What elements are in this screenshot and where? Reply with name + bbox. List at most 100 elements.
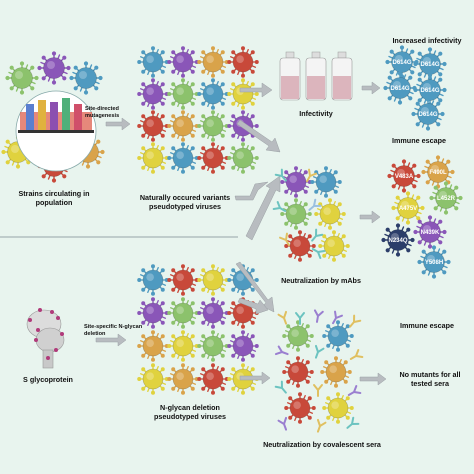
arrow-variants-to-sera — [235, 261, 275, 313]
antibody-icon — [274, 345, 289, 356]
glycan-virus — [227, 297, 259, 329]
antibody-icon — [277, 416, 288, 431]
glycan-virus — [197, 264, 229, 296]
neutralization-sera-label: Neutralization by covalescent sera — [263, 440, 381, 449]
variant-virus — [137, 46, 169, 78]
escape-mutant-label: F490L — [429, 170, 447, 176]
glycan-virus — [167, 297, 199, 329]
mab-virus — [280, 198, 312, 230]
strain-virus — [37, 51, 71, 85]
glycan-virus — [197, 363, 229, 395]
antibody-icon — [349, 314, 362, 328]
mutagenesis-label: Site-directed mutagenesis — [85, 106, 120, 119]
immune-escape-title-bottom: Immune escape — [400, 321, 454, 330]
escape-mutant-label: L452R — [437, 196, 456, 202]
arrow-glycan-to-sera — [237, 297, 269, 315]
glycan-virus — [197, 330, 229, 362]
variant-virus — [167, 46, 199, 78]
variant-virus — [227, 78, 259, 110]
variant-virus — [197, 78, 229, 110]
antibody-icon — [313, 384, 323, 397]
glycan-virus — [167, 264, 199, 296]
antibody-icon — [332, 310, 343, 325]
glycan-virus — [137, 264, 169, 296]
d614g-virus: D614G — [413, 73, 447, 107]
mab-virus — [318, 230, 350, 262]
escape-mutant-label: N439K — [421, 230, 440, 236]
arrow-to-escape — [359, 210, 381, 224]
antibody-icon — [347, 385, 362, 396]
escape-virus: A475V — [391, 191, 425, 225]
arrow-glycan — [95, 333, 127, 347]
antibody-icon — [314, 344, 325, 359]
variant-virus — [167, 142, 199, 174]
sera-virus — [322, 392, 354, 424]
strain-virus — [5, 61, 39, 95]
no-mutants-label: No mutants for all tested sera — [399, 370, 461, 388]
variant-virus — [227, 46, 259, 78]
variant-virus — [227, 142, 259, 174]
sera-virus — [282, 320, 314, 352]
glycan-virus — [197, 297, 229, 329]
d614g-label: D614G — [392, 60, 411, 66]
arrow-glycan-to-sera2 — [239, 371, 271, 385]
antibody-icon — [316, 418, 327, 433]
escape-virus: Y508H — [417, 245, 451, 279]
escape-mutant-label: V483A — [395, 174, 414, 180]
d614g-virus: D614G — [383, 71, 417, 105]
variant-virus — [197, 110, 229, 142]
glycan-virus — [137, 363, 169, 395]
variant-virus — [197, 142, 229, 174]
arrow-merge-top — [234, 181, 269, 201]
antibody-icon — [272, 201, 287, 212]
antibody-icon — [279, 232, 290, 247]
strains-label: Strains circulating in population — [18, 189, 90, 207]
variants-label: Naturally occured variants pseudotyped v… — [139, 193, 231, 211]
escape-mutant-label: Y508H — [425, 260, 443, 266]
arrow-mutagenesis — [105, 117, 131, 131]
increased-infectivity-title: Increased infectivity — [392, 36, 462, 45]
variant-virus — [197, 46, 229, 78]
sera-virus — [282, 356, 314, 388]
infectivity-label: Infectivity — [299, 109, 333, 118]
variant-virus — [137, 110, 169, 142]
arrow-variants-to-mabs — [236, 119, 281, 153]
glycan-virus — [167, 330, 199, 362]
arrows — [95, 81, 387, 386]
antibody-icon — [274, 168, 287, 182]
neutralization-mabs-label: Neutralization by mAbs — [281, 276, 361, 285]
antibody-icon — [311, 248, 326, 259]
d614g-label: D614G — [418, 112, 437, 118]
arrow-sera-to-mabs — [245, 175, 281, 241]
arrow-to-no-mutants — [359, 372, 387, 386]
s-glycoprotein-label: S glycoprotein — [23, 375, 73, 384]
antibody-icon — [313, 309, 324, 323]
antibody-icon — [311, 228, 324, 242]
sera-virus — [320, 356, 352, 388]
arrow-to-increased — [361, 81, 381, 95]
infectivity-bottles — [279, 51, 353, 101]
crowd-figures — [18, 98, 94, 133]
escape-virus: F490L — [421, 155, 455, 189]
variant-virus — [137, 78, 169, 110]
escape-mutant-label: N234Q — [388, 238, 407, 244]
antibody-icon — [346, 416, 360, 429]
d614g-virus: D614G — [413, 47, 447, 81]
strain-virus — [69, 61, 103, 95]
d614g-virus: D614G — [385, 45, 419, 79]
d614g-virus: D614G — [411, 97, 445, 131]
antibody-icon — [306, 168, 317, 183]
glycan-virus — [227, 330, 259, 362]
antibody-icon — [274, 380, 287, 394]
arrow-to-infectivity — [239, 82, 273, 98]
escape-virus: N234Q — [381, 223, 415, 257]
glycan-virus — [137, 330, 169, 362]
escape-virus: V483A — [387, 159, 421, 193]
d614g-label: D614G — [390, 86, 409, 92]
mab-virus — [284, 230, 316, 262]
immune-escape-title-top: Immune escape — [392, 136, 446, 145]
population-illustration — [15, 90, 97, 172]
sera-virus — [284, 392, 316, 424]
